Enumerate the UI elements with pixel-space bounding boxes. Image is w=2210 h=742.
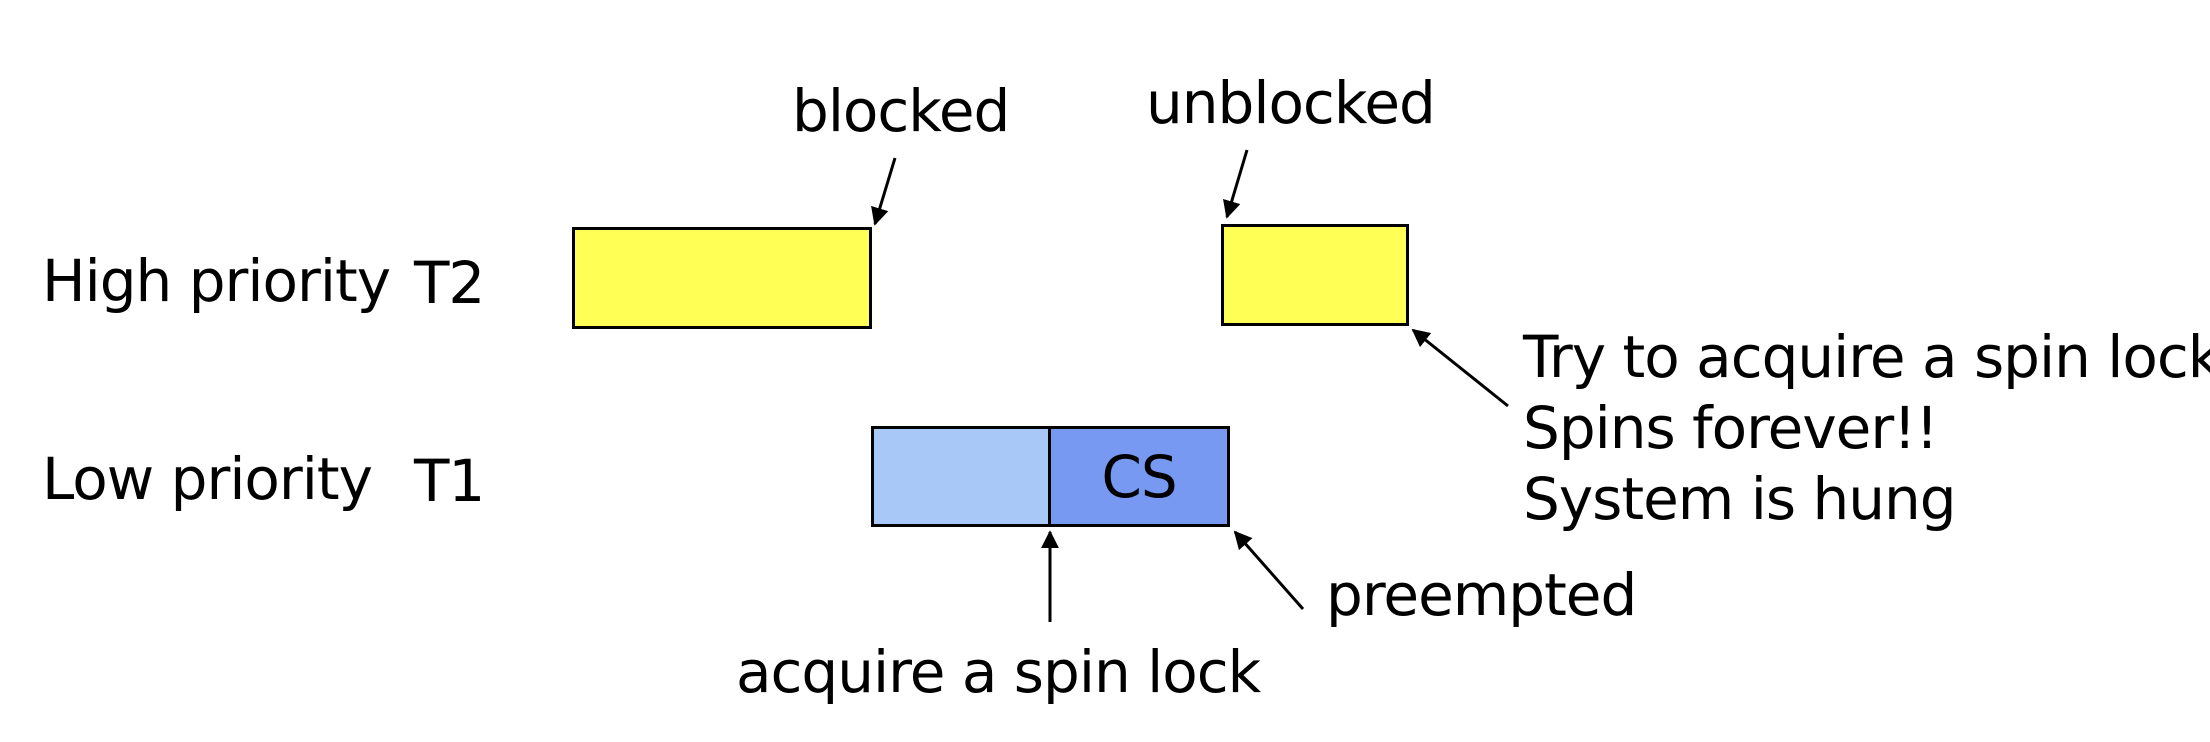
t2-second-block: [1221, 224, 1409, 326]
t1-first-block: [871, 426, 1051, 527]
t1-thread-label: T1: [414, 447, 485, 515]
high-priority-label: High priority: [42, 247, 391, 315]
unblocked-arrow: [1223, 149, 1249, 219]
hung-line-2: Spins forever!!: [1523, 394, 1939, 462]
acquire-annotation: acquire a spin lock: [736, 638, 1261, 706]
low-priority-label: Low priority: [42, 445, 373, 513]
blocked-annotation: blocked: [792, 77, 1010, 145]
preempted-arrow: [1233, 530, 1305, 610]
t1-critical-section-block: CS: [1048, 426, 1230, 527]
hung-line-1: Try to acquire a spin lock: [1523, 323, 2210, 391]
hung-arrow: [1411, 328, 1509, 408]
critical-section-label: CS: [1101, 442, 1177, 511]
t2-thread-label: T2: [414, 249, 485, 317]
hung-line-3: System is hung: [1523, 465, 1957, 533]
blocked-arrow: [871, 157, 897, 226]
preempted-annotation: preempted: [1326, 561, 1637, 629]
t2-first-block: [572, 227, 872, 329]
unblocked-annotation: unblocked: [1146, 69, 1436, 137]
